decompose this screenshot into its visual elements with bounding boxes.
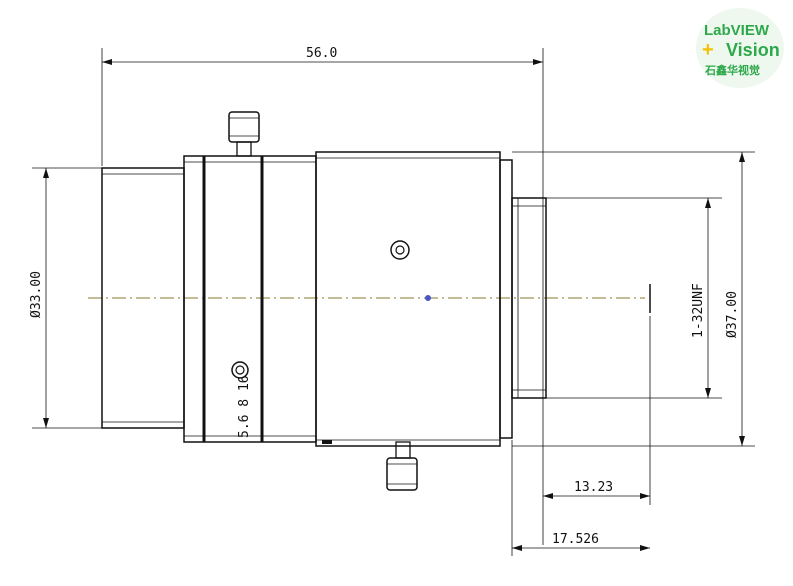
axis-center-dot — [425, 295, 431, 301]
c-mount-thread — [511, 197, 547, 399]
dim-flange-depth: 13.23 — [543, 316, 651, 505]
dim-thread-label: 1-32UNF — [691, 283, 706, 338]
dim-back-focus-label: 17.526 — [552, 532, 599, 547]
top-lock-screw — [228, 111, 260, 157]
dim-flange-depth-label: 13.23 — [574, 480, 613, 495]
ring-section — [183, 155, 317, 443]
logo-badge — [696, 8, 784, 88]
dim-front-diameter: Ø33.00 — [29, 167, 102, 429]
dim-back-focus: 17.526 — [511, 440, 650, 556]
ring-index-mark — [231, 361, 249, 379]
dim-thread: 1-32UNF — [546, 197, 722, 399]
dim-overall-length-label: 56.0 — [306, 46, 337, 61]
bottom-lock-screw — [386, 441, 418, 491]
logo-chinese: 石鑫华视觉 — [704, 63, 760, 77]
logo-plus: + — [702, 39, 714, 61]
dim-body-diameter-label: Ø37.00 — [725, 291, 740, 338]
brand-logo: LabVIEW + Vision 石鑫华视觉 — [696, 8, 784, 88]
ring-markings: 5.6 8 16 — [237, 375, 252, 438]
dim-body-diameter: Ø37.00 — [512, 151, 755, 447]
logo-labview: LabVIEW — [704, 22, 770, 39]
main-body — [315, 151, 501, 447]
logo-vision: Vision — [726, 40, 780, 60]
body-screw-hole — [390, 240, 410, 260]
rear-step — [499, 159, 513, 439]
dim-overall-length: 56.0 — [101, 46, 544, 545]
dim-front-diameter-label: Ø33.00 — [29, 271, 44, 318]
